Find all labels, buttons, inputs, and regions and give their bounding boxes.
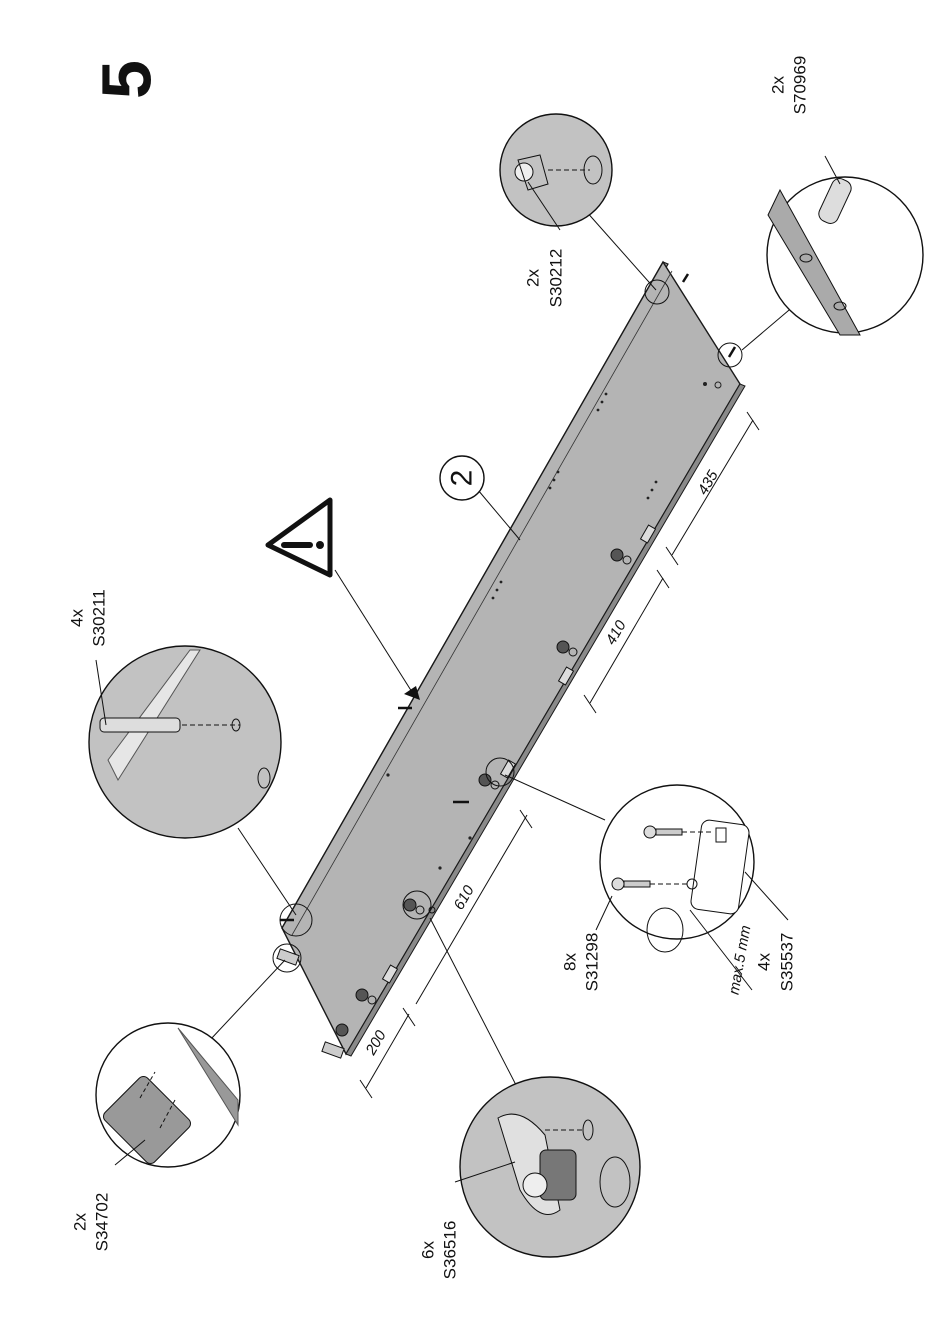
part-code-s35537: S35537: [778, 933, 797, 992]
part-qty-s31298: 8x: [561, 953, 580, 971]
part-qty-s70969: 2x: [769, 76, 788, 94]
dimension-610: 610: [450, 882, 478, 913]
detail-s30211: [89, 646, 312, 936]
part-qty-s30212: 2x: [524, 269, 543, 287]
warning-triangle-icon: [268, 500, 412, 692]
panel-label-balloon: 2: [440, 456, 520, 540]
panel-label: 2: [446, 470, 479, 487]
part-code-s36516: S36516: [441, 1221, 460, 1280]
step-number: 5: [87, 60, 165, 99]
part-qty-s35537: 4x: [755, 953, 774, 971]
max-depth-label: max.5 mm: [726, 924, 755, 996]
part-qty-s36516: 6x: [419, 1241, 438, 1259]
part-code-s31298: S31298: [583, 933, 602, 992]
part-code-s34702: S34702: [93, 1193, 112, 1252]
part-code-s30211: S30211: [90, 589, 109, 646]
part-qty-s30211: 4x: [68, 609, 87, 627]
part-code-s30212: S30212: [547, 249, 566, 308]
detail-s70969: [718, 156, 923, 367]
detail-s34702: [96, 944, 301, 1167]
dimension-435: 435: [694, 467, 722, 498]
detail-s36516: [403, 891, 640, 1257]
part-code-s70969: S70969: [791, 56, 810, 115]
part-qty-s34702: 2x: [71, 1213, 90, 1231]
